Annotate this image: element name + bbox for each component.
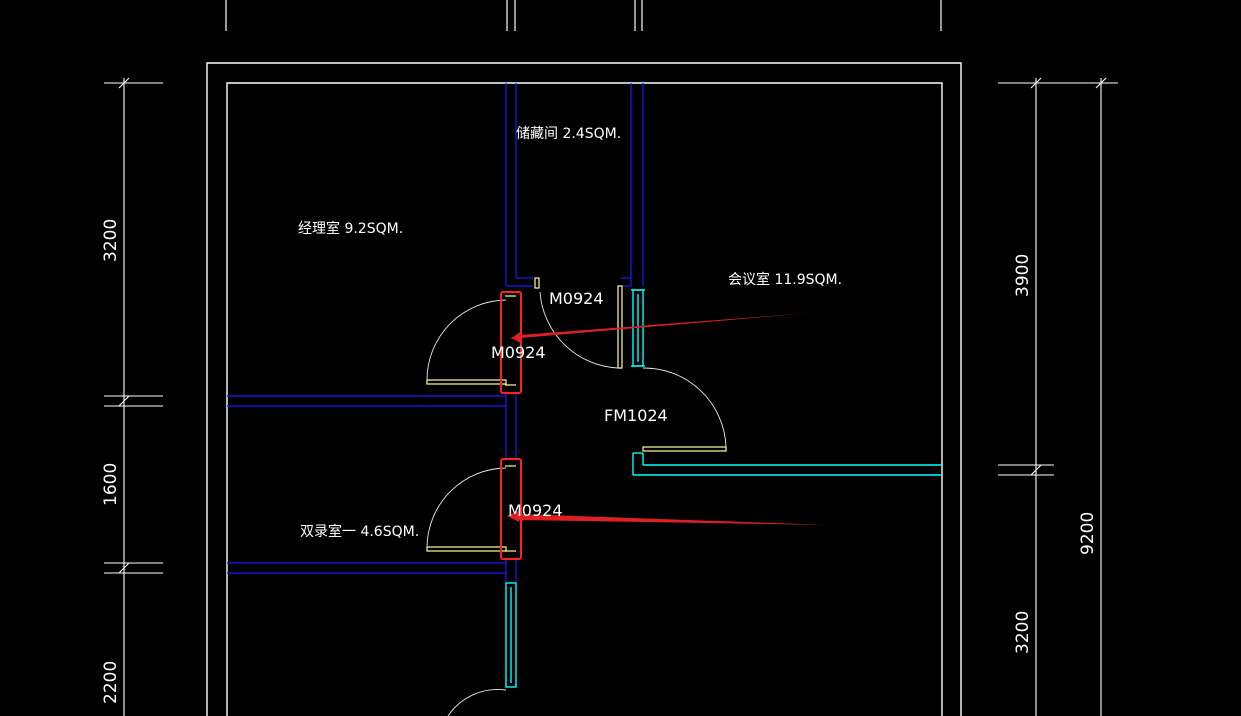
door-label-lower: M0924 [508,501,563,520]
door-swing-arcs [426,291,727,716]
room-label-meeting: 会议室 11.9SQM. [728,271,842,288]
dimension-right-bottom: 3200 [1013,611,1033,654]
door-label-upper-right: M0924 [549,289,604,308]
dimension-left-mid: 1600 [101,463,121,506]
left-dimension-lines [104,77,163,716]
dimension-right-total: 9200 [1078,512,1098,555]
dimension-left-top: 3200 [101,219,121,262]
dimension-left-bottom: 2200 [101,661,121,704]
door-leaves [426,277,727,552]
door-label-fire-door: FM1024 [604,406,668,425]
inner-walls [227,83,644,582]
glass-partitions [505,289,942,688]
right-dimension-lines [998,77,1118,716]
room-label-manager: 经理室 9.2SQM. [298,220,403,237]
top-wall-stubs [225,0,942,31]
red-arrow-lower[interactable] [507,514,830,525]
red-arrow-upper[interactable] [510,313,810,342]
room-label-storage: 储藏间 2.4SQM. [516,126,621,142]
highlight-box-lower-door[interactable] [500,458,522,560]
room-label-recording: 双录室一 4.6SQM. [300,523,419,540]
door-label-upper-left: M0924 [491,343,546,362]
annotation-arrows[interactable] [507,313,830,525]
dimension-right-top: 3900 [1013,254,1033,297]
outer-wall [206,62,962,716]
